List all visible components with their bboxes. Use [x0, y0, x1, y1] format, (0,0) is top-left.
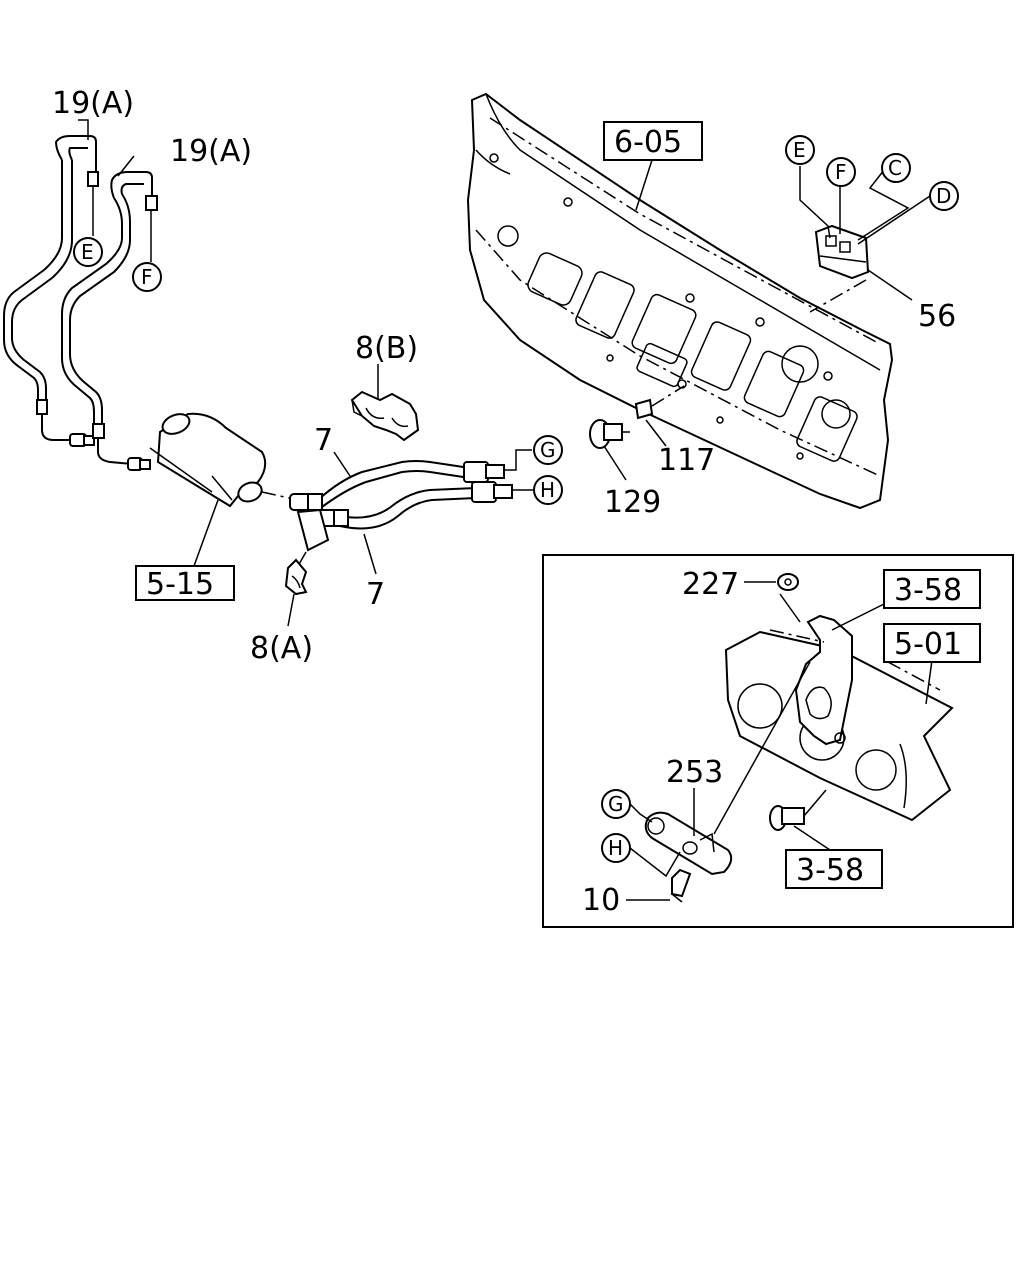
callout-19a-lower[interactable]: 19(A) [170, 134, 252, 169]
clip-8b[interactable] [350, 390, 420, 442]
svg-text:F: F [141, 265, 153, 289]
connector-h-detail[interactable]: H [601, 833, 631, 863]
svg-text:E: E [793, 138, 806, 162]
svg-text:6-05: 6-05 [614, 125, 682, 160]
callout-box-5-15[interactable]: 5-15 [135, 565, 235, 602]
callout-227[interactable]: 227 [682, 567, 739, 602]
clamp-253[interactable] [644, 811, 733, 876]
svg-text:G: G [540, 438, 556, 462]
callout-7-lower[interactable]: 7 [366, 577, 385, 612]
bolt-129[interactable] [589, 419, 630, 449]
callout-117[interactable]: 117 [658, 443, 715, 478]
svg-text:C: C [888, 156, 902, 180]
bracket-3-58[interactable] [794, 614, 853, 746]
callout-box-3-58-top[interactable]: 3-58 [883, 569, 981, 609]
connector-c-panel[interactable]: C [881, 153, 911, 183]
svg-text:3-58: 3-58 [796, 853, 864, 888]
bracket-56[interactable] [814, 224, 870, 280]
connector-g-hose[interactable]: G [533, 435, 563, 465]
cowl-panel-6-05[interactable] [466, 92, 894, 510]
connector-f-left[interactable]: F [132, 262, 162, 292]
bolt-3-58-lower[interactable] [769, 789, 827, 831]
nut-117[interactable] [634, 398, 654, 420]
svg-text:E: E [81, 240, 94, 264]
callout-19a-upper[interactable]: 19(A) [52, 86, 134, 121]
detail-box [542, 554, 1014, 928]
oil-cooler-5-15[interactable] [149, 410, 299, 508]
callout-7-upper[interactable]: 7 [314, 423, 333, 458]
svg-text:5-01: 5-01 [894, 627, 962, 662]
clip-8a[interactable] [284, 558, 308, 596]
svg-text:H: H [608, 836, 623, 860]
connector-e-panel[interactable]: E [785, 135, 815, 165]
nut-227[interactable] [777, 573, 799, 591]
callout-box-5-01[interactable]: 5-01 [883, 623, 981, 663]
callout-box-6-05[interactable]: 6-05 [603, 121, 703, 161]
svg-text:D: D [936, 184, 951, 208]
callout-253[interactable]: 253 [666, 755, 723, 790]
screw-10[interactable] [671, 868, 692, 903]
connector-g-detail[interactable]: G [601, 789, 631, 819]
svg-text:3-58: 3-58 [894, 573, 962, 608]
callout-56[interactable]: 56 [918, 299, 956, 334]
connector-d-panel[interactable]: D [929, 181, 959, 211]
svg-text:H: H [540, 478, 555, 502]
pipe-19a-right[interactable] [61, 171, 158, 471]
callout-8a[interactable]: 8(A) [250, 631, 313, 666]
connector-e-left[interactable]: E [73, 237, 103, 267]
pipe-19a-left[interactable] [3, 135, 99, 447]
svg-text:G: G [608, 792, 624, 816]
svg-text:F: F [835, 160, 847, 184]
callout-129[interactable]: 129 [604, 485, 661, 520]
hose-7[interactable] [289, 460, 513, 530]
connector-h-hose[interactable]: H [533, 475, 563, 505]
callout-8b[interactable]: 8(B) [355, 331, 418, 366]
callout-10[interactable]: 10 [582, 883, 620, 918]
svg-text:5-15: 5-15 [146, 567, 214, 602]
callout-box-3-58-bottom[interactable]: 3-58 [785, 849, 883, 889]
connector-f-panel[interactable]: F [826, 157, 856, 187]
clip-8a-on-hose[interactable] [296, 508, 330, 552]
